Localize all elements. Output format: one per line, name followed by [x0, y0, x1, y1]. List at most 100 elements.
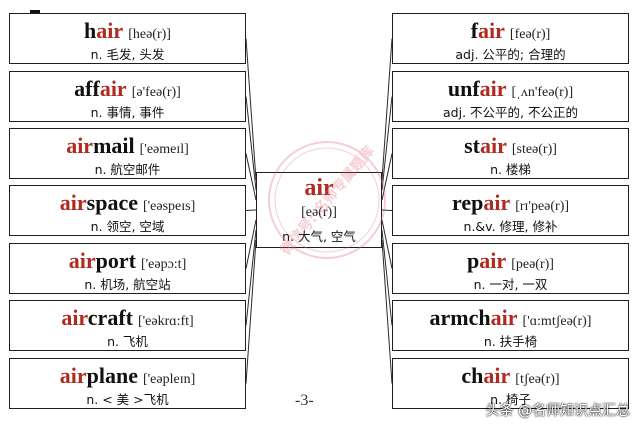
root-phonetic: [eə(r)]	[301, 205, 337, 220]
word-root-air: air	[490, 305, 518, 330]
meaning: adj. 公平的; 合理的	[455, 47, 566, 62]
word-prefix: ch	[461, 363, 484, 388]
word: unfair	[448, 76, 507, 101]
word: airport	[69, 248, 136, 273]
word-root-air: air	[66, 133, 94, 158]
word-card-left: airport ['eəpɔ:t] n. 机场, 航空站	[9, 243, 246, 294]
word-line: aircraft ['eəkrɑ:ft]	[10, 305, 245, 330]
word-root-air: air	[59, 363, 87, 388]
word: airmail	[66, 133, 134, 158]
meaning: n.&v. 修理, 修补	[463, 219, 558, 234]
meaning: n. 椅子	[490, 392, 531, 407]
word-root-air: air	[96, 18, 124, 43]
phonetic: [feə(r)]	[509, 27, 551, 42]
meaning: n. 扶手椅	[483, 334, 538, 349]
phonetic: ['eəspeɪs]	[142, 199, 196, 214]
word-suffix: mail	[93, 133, 135, 158]
word-prefix: f	[470, 18, 479, 43]
word: pair	[467, 248, 506, 273]
phonetic: ['eəmeɪl]	[139, 142, 189, 157]
word-line: armchair ['ɑ:mtʃeə(r)]	[393, 305, 628, 330]
word-prefix: p	[467, 248, 480, 273]
word-prefix: aff	[74, 76, 100, 101]
word-prefix: armch	[429, 305, 491, 330]
word: repair	[452, 190, 510, 215]
word-line: chair [tʃeə(r)]	[393, 363, 628, 388]
meaning: n. 一对, 一双	[473, 277, 548, 292]
meaning: n. 领空, 空域	[90, 219, 165, 234]
meaning: n. 楼梯	[490, 162, 531, 177]
meaning: n. 机场, 航空站	[84, 277, 171, 292]
word-line: airspace ['eəspeɪs]	[10, 190, 245, 215]
word: chair	[461, 363, 510, 388]
word-root-air: air	[68, 248, 96, 273]
word-root-air: air	[99, 76, 127, 101]
word-card-left: airmail ['eəmeɪl] n. 航空邮件	[9, 128, 246, 179]
phonetic: ['ɑ:mtʃeə(r)]	[522, 314, 592, 329]
word-line: stair[steə(r)]	[393, 133, 628, 158]
word-suffix: craft	[87, 305, 133, 330]
word: hair	[84, 18, 123, 43]
meaning: n. 飞机	[107, 334, 148, 349]
word-root-air: air	[483, 363, 511, 388]
word-suffix: port	[95, 248, 136, 273]
word-card-left: aircraft ['eəkrɑ:ft] n. 飞机	[9, 300, 246, 351]
connector-line	[381, 209, 393, 211]
word-card-right: pair [peə(r)] n. 一对, 一双	[392, 243, 629, 294]
word-card-right: repair [rɪ'peə(r)] n.&v. 修理, 修补	[392, 185, 629, 236]
phonetic: [tʃeə(r)]	[515, 372, 560, 387]
phonetic: [steə(r)]	[511, 142, 557, 157]
word-root-air: air	[479, 76, 507, 101]
word: fair	[471, 18, 505, 43]
word-line: airport ['eəpɔ:t]	[10, 248, 245, 273]
word: airspace	[60, 190, 138, 215]
source-watermark: 头条 @名师知识点汇总	[485, 403, 630, 419]
word-suffix: space	[86, 190, 138, 215]
word-card-right: chair [tʃeə(r)] n. 椅子	[392, 358, 629, 409]
connector-line	[245, 239, 257, 384]
phonetic: ['eəkrɑ:ft]	[137, 314, 194, 329]
word-prefix: unf	[447, 76, 480, 101]
connector-line	[245, 209, 257, 211]
word-root-air: air	[478, 18, 505, 43]
word-root-air: air	[59, 190, 87, 215]
root-word: air	[304, 175, 334, 201]
word-line: fair [feə(r)]	[393, 18, 628, 43]
word-line: repair [rɪ'peə(r)]	[393, 190, 628, 215]
connector-line	[245, 96, 257, 191]
phonetic: [rɪ'peə(r)]	[515, 199, 570, 214]
phonetic: [peə(r)]	[511, 257, 554, 272]
word-card-right: stair[steə(r)] n. 楼梯	[392, 128, 629, 179]
meaning: n. < 美 >飞机	[86, 392, 169, 407]
connector-line	[245, 38, 257, 181]
word-line: airplane ['eəpleɪn]	[10, 363, 245, 388]
word: armchair	[430, 305, 518, 330]
word-root-air: air	[61, 305, 88, 330]
word-line: affair[ə'feə(r)]	[10, 76, 245, 101]
word: airplane	[60, 363, 138, 388]
phonetic: ['eəpɔ:t]	[140, 257, 187, 272]
connector-line	[381, 219, 393, 269]
word-suffix: plane	[86, 363, 138, 388]
connector-line	[245, 219, 257, 269]
connector-line	[245, 153, 257, 201]
phonetic: ['eəpleɪn]	[142, 372, 196, 387]
connector-line	[381, 153, 393, 201]
word: affair	[74, 76, 127, 101]
word-card-right: fair [feə(r)] adj. 公平的; 合理的	[392, 13, 629, 64]
word-prefix: rep	[451, 190, 484, 215]
word-card-left: affair[ə'feə(r)] n. 事情, 事件	[9, 71, 246, 122]
center-root-card: air [eə(r)] n. 大气, 空气	[256, 172, 382, 248]
meaning: n. 航空邮件	[94, 162, 161, 177]
word: aircraft	[61, 305, 133, 330]
word-line: airmail ['eəmeɪl]	[10, 133, 245, 158]
word-line: pair [peə(r)]	[393, 248, 628, 273]
root-meaning: n. 大气, 空气	[282, 229, 356, 244]
connector-line	[381, 229, 393, 326]
connector-line	[381, 96, 393, 191]
word-card-right: unfair[ˌʌn'feə(r)] adj. 不公平的, 不公正的	[392, 71, 629, 122]
word-prefix: st	[464, 133, 480, 158]
word-prefix: h	[84, 18, 97, 43]
